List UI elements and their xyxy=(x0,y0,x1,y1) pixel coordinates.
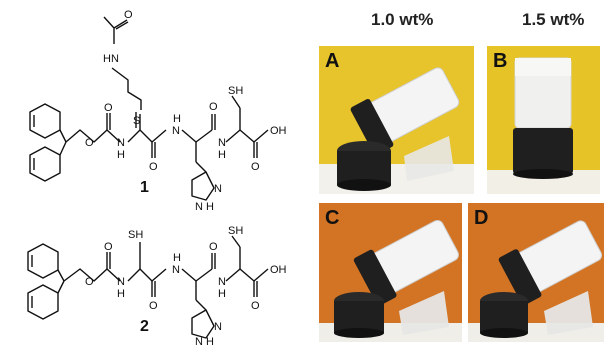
atom-label: H xyxy=(206,336,214,345)
atom-label: H xyxy=(206,201,214,213)
atom-label: O xyxy=(124,9,133,21)
atom-label: N xyxy=(218,137,226,149)
photo-panel-a: A xyxy=(319,46,474,194)
atom-label: O xyxy=(104,102,113,114)
atom-label: N xyxy=(117,137,125,149)
atom-label: N xyxy=(117,276,125,288)
vial-photo-b xyxy=(487,57,600,194)
atom-label: H xyxy=(173,113,181,125)
structure-compound-1 xyxy=(29,16,269,201)
chemical-structures: O HN S O O N H H N O O SH N H OH O N H N… xyxy=(27,9,287,345)
atom-label: H xyxy=(173,252,181,264)
atom-label: S xyxy=(133,115,140,127)
panel-label-a: A xyxy=(325,50,340,72)
panel-label-b: B xyxy=(493,50,508,72)
atom-label: O xyxy=(85,137,94,149)
vial-photo-a xyxy=(319,67,474,194)
atom-label: N xyxy=(172,125,180,137)
atom-label: O xyxy=(209,101,218,113)
atom-label: SH xyxy=(228,85,243,97)
atom-label: N xyxy=(172,264,180,276)
atom-label: N xyxy=(214,321,222,333)
atom-label: O xyxy=(104,241,113,253)
compound-number-2: 2 xyxy=(140,318,149,335)
atom-label: O xyxy=(149,300,158,312)
atom-label: O xyxy=(85,276,94,288)
atom-label: N xyxy=(214,183,222,195)
atom-label: O xyxy=(251,161,260,173)
atom-label: H xyxy=(218,149,226,161)
panel-label-c: C xyxy=(325,207,340,229)
concentration-label-left: 1.0 wt% xyxy=(371,10,434,29)
atom-label: O xyxy=(251,300,260,312)
photo-panel-d: D xyxy=(468,203,604,342)
atom-label: N xyxy=(218,276,226,288)
atom-label: HN xyxy=(103,53,119,65)
photo-panel-c: C xyxy=(319,203,462,342)
atom-label: O xyxy=(149,161,158,173)
atom-label: N xyxy=(195,201,203,213)
vial-photo-c xyxy=(319,219,462,342)
atom-label: SH xyxy=(228,225,243,237)
panel-label-d: D xyxy=(474,207,489,229)
atom-label: O xyxy=(209,241,218,253)
vial-photo-d xyxy=(468,220,604,342)
atom-label: OH xyxy=(270,125,287,137)
concentration-label-right: 1.5 wt% xyxy=(522,10,585,29)
photo-panel-b: B xyxy=(487,46,600,194)
atom-label: H xyxy=(117,288,125,300)
atom-label: N xyxy=(195,336,203,345)
atom-label: OH xyxy=(270,264,287,276)
atom-label: SH xyxy=(128,229,143,241)
structure-compound-2 xyxy=(27,235,269,339)
atom-label: H xyxy=(218,288,226,300)
atom-label: H xyxy=(117,149,125,161)
compound-number-1: 1 xyxy=(140,179,149,196)
